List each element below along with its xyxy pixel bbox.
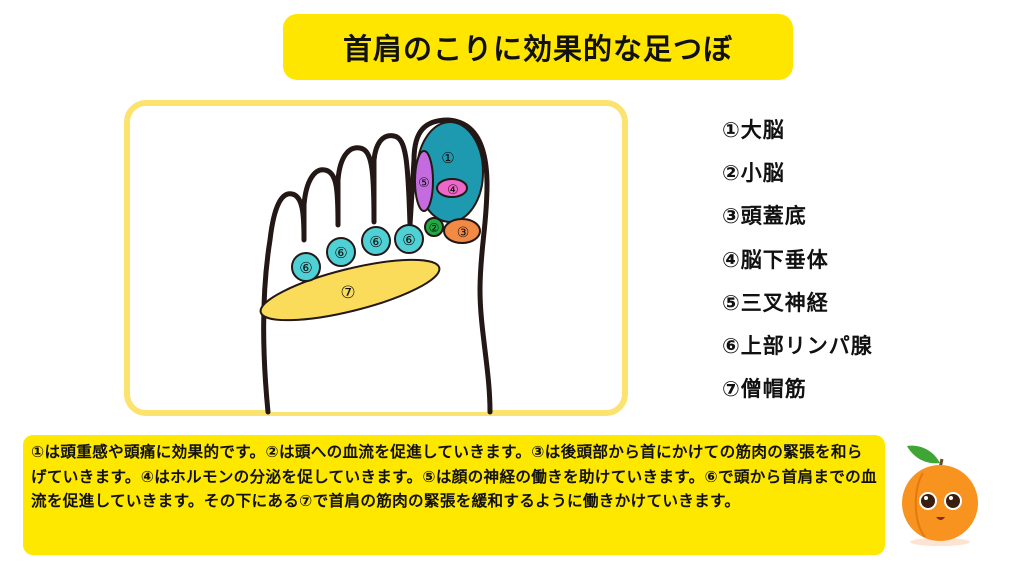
description-box: ①は頭重感や頭痛に効果的です。②は頭への血流を促進していきます。③は後頭部から首… [23, 435, 885, 555]
orange-mascot-icon [902, 445, 978, 546]
page-title: 首肩のこりに効果的な足つぼ [283, 14, 793, 80]
label-1: ① [441, 149, 454, 167]
point-6-lymph [291, 252, 321, 282]
label-6: ⑥ [334, 244, 347, 262]
label-4: ④ [447, 183, 459, 198]
label-7: ⑦ [340, 283, 355, 303]
legend-item-cerebellum: ②小脳 [722, 161, 785, 186]
point-2-cerebellum [424, 217, 444, 237]
legend-item-cerebrum: ①大脳 [722, 118, 785, 142]
label-6: ⑥ [402, 231, 415, 249]
label-6: ⑥ [299, 259, 312, 277]
point-6-lymph [394, 224, 424, 254]
label-3: ③ [457, 225, 470, 241]
point-5-trigeminal [414, 150, 434, 212]
label-2: ② [429, 221, 440, 235]
legend-item-trigeminal: ⑤三叉神経 [722, 290, 829, 315]
legend-item-lymph: ⑥上部リンパ腺 [722, 333, 873, 358]
legend-item-skull-base: ③頭蓋底 [722, 204, 807, 229]
point-6-lymph [361, 226, 391, 256]
legend-item-pituitary: ④脳下垂体 [722, 247, 829, 272]
label-6: ⑥ [369, 233, 382, 251]
point-7-trapezius [259, 258, 441, 322]
legend-item-trapezius: ⑦僧帽筋 [722, 377, 807, 402]
reflex-point-legend: ①大脳 ②小脳 ③頭蓋底 ④脳下垂体 ⑤三叉神経 ⑥上部リンパ腺 ⑦僧帽筋 [722, 114, 873, 416]
label-5: ⑤ [418, 176, 430, 191]
point-6-lymph [326, 237, 356, 267]
point-3-skull-base [443, 218, 481, 244]
point-4-pituitary [436, 178, 468, 198]
